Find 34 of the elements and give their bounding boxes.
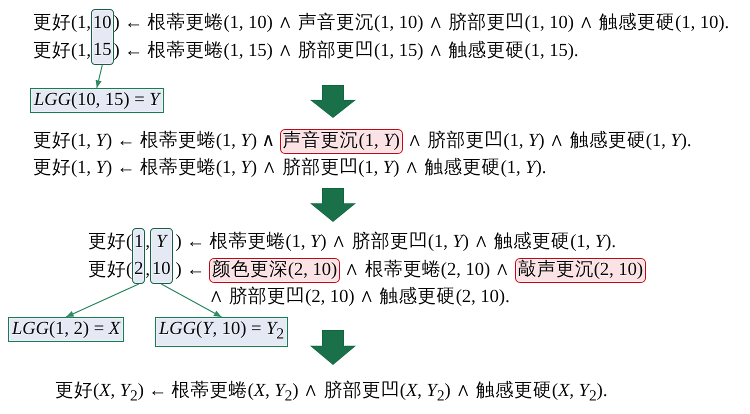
value-text: Y — [155, 231, 169, 254]
arrow — [96, 64, 103, 88]
highlight-box: 声音更沉(1, Y) — [280, 129, 403, 154]
formula-text: ) ← — [176, 258, 205, 282]
formula-text: ) ← 根蒂更蜷(1, 15) ∧ 脐部更凹(1, 15) ∧ 触感更硬(1, 15). — [114, 40, 580, 62]
formula-text: ∧ 根蒂更蜷(2, 10) ∧ — [344, 258, 511, 282]
formula-text: 更好( — [88, 258, 132, 282]
value-text: 10 — [93, 12, 112, 35]
highlight-box: 颜色更深(2, 10) — [208, 258, 340, 282]
formula-text: ∧ 脐部更凹(1, Y) ∧ 触感更硬(1, Y). — [406, 130, 692, 153]
formula-text: 更好(1, Y) ← 根蒂更蜷(1, Y) ∧ 脐部更凹(1, Y) ∧ 触感更硬(1, Y). — [33, 156, 546, 180]
formula-text: ∧ 脐部更凹(2, 10) ∧ 触感更硬(2, 10). — [208, 286, 511, 309]
highlight-box — [150, 228, 173, 284]
value-text: 1 — [134, 231, 144, 254]
formula-text: , — [145, 230, 150, 254]
arrow — [66, 284, 140, 318]
value-text: 10 — [152, 258, 171, 281]
highlight-box — [132, 228, 146, 284]
formula-text: 更好(1, — [33, 12, 92, 34]
lgg-box: LGG(Y, 10) = Y$_{2}$ — [155, 317, 288, 347]
highlight-box — [91, 9, 114, 65]
value-text: 2 — [134, 258, 144, 281]
highlight-box: 敲声更沉(2, 10) — [514, 258, 646, 282]
lgg-box: LGG(10, 15) = Y — [30, 88, 164, 113]
formula-text: ) ← 根蒂更蜷(1, 10) ∧ 声音更沉(1, 10) ∧ 脐部更凹(1, 10) ∧ 触感更硬(1, 10). — [114, 12, 730, 34]
value-text: 15 — [93, 39, 112, 62]
formula-text: 更好(1, — [33, 40, 92, 62]
formula-text: , — [145, 258, 150, 282]
arrow — [161, 284, 222, 318]
lgg-box: LGG(1, 2) = X — [8, 317, 124, 342]
formula-text: 更好(1, Y) ← 根蒂更蜷(1, Y) ∧ — [33, 130, 276, 153]
formula-text: 更好(X, Y$_{2}$) ← 根蒂更蜷(X, Y$_{2}$) ∧ 脐部更凹(X, Y$_{2}$) ∧ 触感更硬(X, Y$_{2}$). — [55, 380, 608, 407]
formula-text: ) ← 根蒂更蜷(1, Y) ∧ 脐部更凹(1, Y) ∧ 触感更硬(1, Y). — [174, 230, 617, 254]
formula-text: 更好( — [88, 230, 132, 254]
